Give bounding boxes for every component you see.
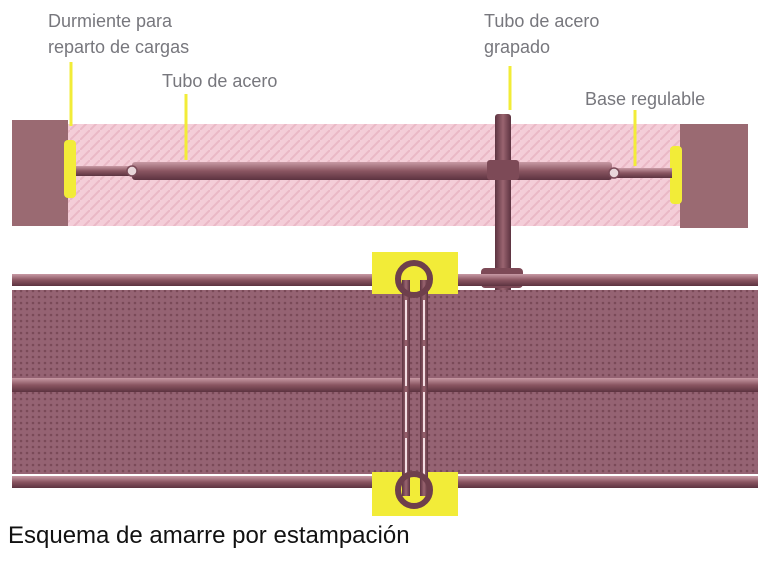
clamp-upper [487, 160, 519, 180]
tie-bar-left [402, 280, 410, 496]
waler-mid [12, 378, 758, 392]
left-wall [12, 120, 68, 226]
coupler-ring-top [395, 260, 433, 298]
steel-tube [132, 162, 612, 180]
label-tubo-grapado-line2: grapado [484, 37, 551, 57]
strut-joint-right [608, 167, 620, 179]
right-wall [680, 124, 748, 228]
sheet-pile-lower [12, 392, 758, 474]
stamp-highlight-top [372, 252, 458, 294]
label-durmiente-line1: Durmiente para [48, 11, 173, 31]
strut-joint-left [126, 165, 138, 177]
right-sleeper-plate [670, 146, 682, 204]
label-base-regulable: Base regulable [585, 89, 706, 109]
strut-end-left [76, 166, 132, 176]
label-durmiente-line2: reparto de cargas [48, 37, 190, 57]
left-sleeper-plate [64, 140, 76, 198]
sheet-pile-upper [12, 290, 758, 380]
coupler-ring-bottom [395, 471, 433, 509]
label-tubo-grapado-line1: Tubo de acero [484, 11, 600, 31]
stamp-highlight-bottom [372, 472, 458, 516]
caption: Esquema de amarre por estampación [8, 522, 410, 549]
label-tubo-acero: Tubo de acero [162, 71, 278, 91]
tie-bar-right [420, 280, 428, 496]
adjustable-base-rod [612, 168, 672, 178]
